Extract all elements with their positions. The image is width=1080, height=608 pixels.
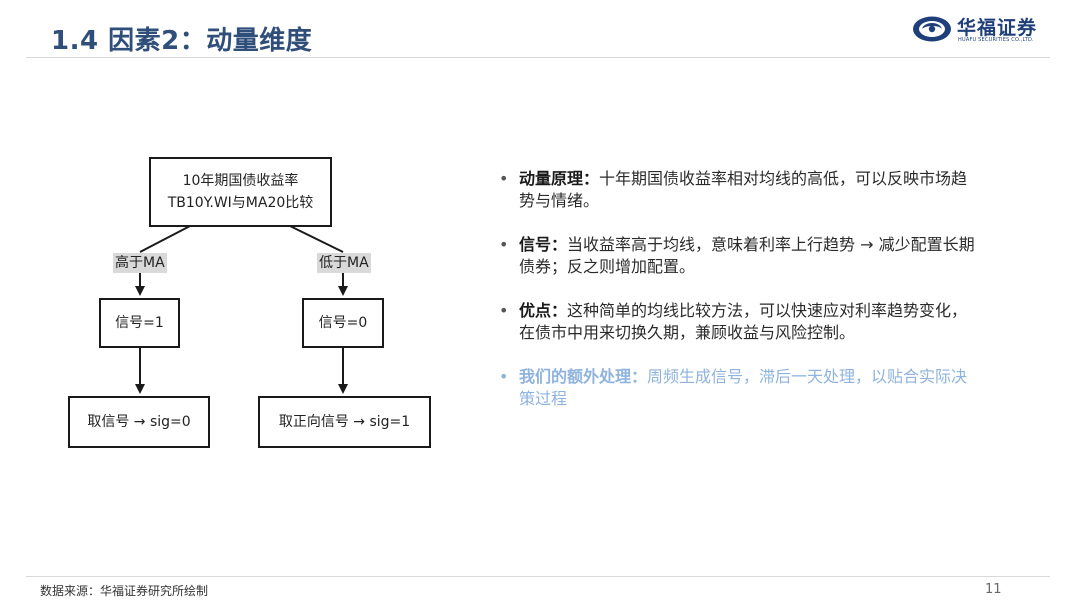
- logo-english-name: HUAFU SECURITIES CO.,LTD.: [958, 37, 1034, 43]
- bullet-list: 动量原理：十年期国债收益率相对均线的高低，可以反映市场趋势与情绪。 信号：当收益…: [497, 168, 977, 432]
- root-node: 10年期国债收益率 TB10Y.WI与MA20比较: [149, 157, 332, 227]
- bullet-text: 周频生成信号，滞后一天处理，以贴合实际决策过程: [519, 367, 968, 408]
- bullet-signal: 信号：当收益率高于均线，意味着利率上行趋势 → 减少配置长期债券；反之则增加配置…: [497, 234, 977, 278]
- footer-divider: [26, 576, 1050, 577]
- signal-node-0-label: 信号=0: [318, 314, 368, 331]
- data-source-note: 数据来源：华福证券研究所绘制: [40, 584, 209, 598]
- bullet-label: 优点：: [519, 301, 568, 320]
- root-node-line2: TB10Y.WI与MA20比较: [167, 195, 314, 211]
- bullet-label: 信号：: [519, 235, 568, 254]
- signal-node-0: 信号=0: [302, 298, 384, 348]
- bullet-label: 动量原理：: [519, 169, 600, 188]
- edge-root-left: [139, 225, 191, 253]
- bullet-label: 我们的额外处理：: [519, 367, 648, 386]
- action-node-right-label: 取正向信号 → sig=1: [278, 413, 411, 430]
- bullet-text: 十年期国债收益率相对均线的高低，可以反映市场趋势与情绪。: [519, 169, 968, 210]
- signal-node-1: 信号=1: [99, 298, 180, 348]
- action-node-left-label: 取信号 → sig=0: [87, 413, 191, 430]
- company-logo: 华福证券 HUAFU SECURITIES CO.,LTD.: [912, 12, 1042, 46]
- edge-root-right: [289, 225, 344, 253]
- logo-chinese-name: 华福证券: [957, 17, 1038, 39]
- bullet-text: 当收益率高于均线，意味着利率上行趋势 → 减少配置长期债券；反之则增加配置。: [519, 235, 975, 276]
- action-node-left: 取信号 → sig=0: [68, 396, 210, 448]
- edge-label-below-ma: 低于MA: [317, 253, 371, 273]
- bullet-momentum-principle: 动量原理：十年期国债收益率相对均线的高低，可以反映市场趋势与情绪。: [497, 168, 977, 212]
- action-node-right: 取正向信号 → sig=1: [258, 396, 431, 448]
- logo-swirl-icon: [913, 16, 951, 42]
- root-node-line1: 10年期国债收益率: [182, 172, 299, 189]
- page-title: 1.4 因素2：动量维度: [51, 26, 313, 56]
- bullet-extra-processing: 我们的额外处理：周频生成信号，滞后一天处理，以贴合实际决策过程: [497, 366, 977, 410]
- bullet-text: 这种简单的均线比较方法，可以快速应对利率趋势变化，在债市中用来切换久期，兼顾收益…: [519, 301, 968, 342]
- signal-node-1-label: 信号=1: [115, 314, 164, 331]
- page-number: 11: [985, 582, 1002, 597]
- edge-label-above-ma: 高于MA: [113, 253, 167, 273]
- title-divider: [26, 57, 1050, 58]
- bullet-advantage: 优点：这种简单的均线比较方法，可以快速应对利率趋势变化，在债市中用来切换久期，兼…: [497, 300, 977, 344]
